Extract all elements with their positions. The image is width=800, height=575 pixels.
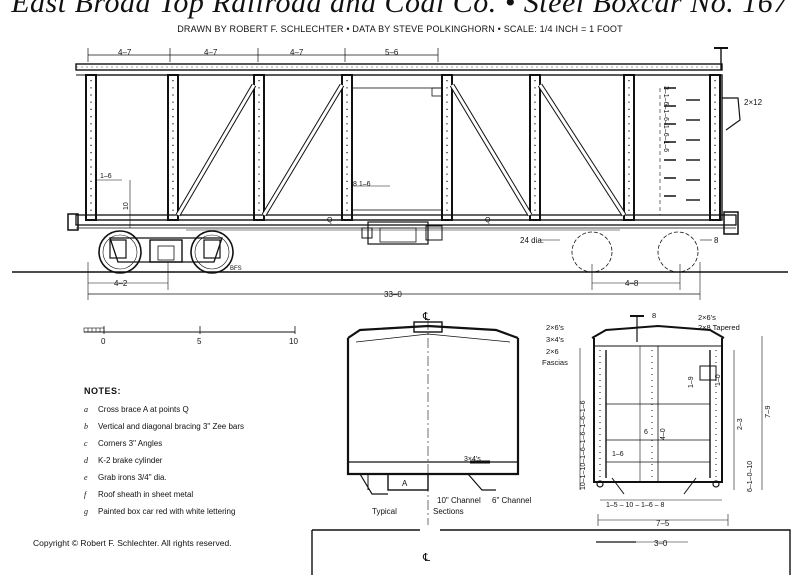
dim-q-2: Q: [485, 217, 491, 224]
drawing-credits: DRAWN BY ROBERT F. SCHLECHTER • DATA BY …: [177, 24, 623, 34]
scale-tick-10: 10: [289, 337, 298, 346]
dim-right-4-8: 4–8: [625, 279, 639, 288]
end-right-label-1: 2×6's: [698, 313, 716, 322]
dim-end-8: 8: [714, 236, 719, 245]
end-dim-1-0: 1–0: [715, 374, 722, 386]
dim-top-3: 4–7: [290, 48, 304, 57]
note-item: b Vertical and diagonal bracing 3" Zee ba…: [84, 418, 244, 435]
note-text: Painted box car red with white lettering: [98, 507, 236, 516]
typical-section: [346, 320, 520, 525]
end-dim-4-0: 4–0: [660, 428, 667, 440]
notes-block: NOTES: a Cross brace A at points Q b Verti…: [84, 383, 244, 520]
dim-side-8-1-6: 8 1–6: [353, 181, 371, 188]
end-right-dims-b: 2–3: [737, 418, 744, 430]
note-key: c: [84, 439, 88, 448]
note-text: Cross brace A at points Q: [98, 405, 189, 414]
drawing-title: East Broad Top Railroad and Coal Co. • S…: [11, 0, 789, 19]
dim-left-4-2: 4–2: [114, 279, 128, 288]
dim-wheel-dia: 24 dia.: [520, 236, 544, 245]
section-centerline-bottom: ℄: [422, 552, 430, 564]
note-text: Roof sheath in sheet metal: [98, 490, 194, 499]
note-item: g Painted box car red with white letterin…: [84, 503, 244, 520]
section-centerline-top: ℄: [422, 311, 430, 323]
dim-q-1: Q: [327, 217, 333, 224]
end-right-label-2: 2×8 Tapered: [698, 323, 740, 332]
note-item: a Cross brace A at points Q: [84, 401, 244, 418]
note-text: Vertical and diagonal bracing 3" Zee bar…: [98, 422, 245, 431]
note-item: d K-2 brake cylinder: [84, 452, 244, 469]
end-left-label-2: 3×4's: [546, 335, 564, 344]
note-key: b: [84, 422, 88, 431]
note-key: e: [84, 473, 88, 482]
end-dim-6: 6: [644, 429, 648, 436]
section-a: A: [402, 479, 408, 488]
end-right-dims-a: 6–1–0–10: [747, 461, 754, 492]
end-right-dims-c: 7–9: [763, 405, 772, 418]
section-caption-2: Sections: [433, 507, 464, 516]
note-key: f: [84, 490, 87, 499]
dim-side-10: 10: [123, 202, 130, 210]
dim-side-1-6: 1–6: [100, 173, 112, 180]
note-item: c Corners 3" Angles: [84, 435, 244, 452]
dim-top-2: 4–7: [204, 48, 218, 57]
end-left-dims: 10–1–10–1–6–1–6–1–6–1–6: [580, 400, 587, 490]
end-left-label-4: Fascias: [542, 358, 568, 367]
end-left-label-1: 2×6's: [546, 323, 564, 332]
note-text: Corners 3" Angles: [98, 439, 163, 448]
end-left-label-3: 2×6: [546, 347, 559, 356]
dim-top-4: 5–6: [385, 48, 399, 57]
dim-ladder: 3–1–6–1–6–1–6–1–6: [662, 86, 669, 152]
dim-top-1: 4–7: [118, 48, 132, 57]
end-dim-1-6: 1–6: [612, 451, 624, 458]
end-bottom-dims: 1–5 – 10 – 1–6 – 8: [606, 502, 664, 509]
scale-bar: [83, 326, 296, 334]
section-channel-10: 10" Channel: [437, 496, 481, 505]
end-view: [579, 315, 763, 543]
note-item: e Grab irons 3/4" dia.: [84, 469, 244, 486]
section-channel-6: 6" Channel: [492, 496, 532, 505]
notes-heading: NOTES:: [84, 386, 122, 396]
side-elevation: [12, 47, 788, 300]
note-key: g: [84, 507, 88, 516]
end-top-8: 8: [652, 311, 656, 320]
copyright-notice: Copyright © Robert F. Schlechter. All ri…: [33, 538, 232, 548]
note-key: a: [84, 405, 88, 414]
dim-grab: 2×12: [744, 98, 763, 107]
note-key: d: [84, 456, 88, 465]
drafter-mark: BFS: [230, 266, 242, 272]
section-caption-1: Typical: [372, 507, 397, 516]
end-width: 7–5: [656, 519, 670, 528]
note-text: K-2 brake cylinder: [98, 456, 163, 465]
scale-tick-0: 0: [101, 337, 106, 346]
right-truck: [571, 231, 699, 273]
end-dim-1-9: 1–9: [688, 376, 695, 388]
section-3x4: 3×4's: [464, 456, 481, 463]
dim-overall: 33–0: [384, 290, 402, 299]
note-text: Grab irons 3/4" dia.: [98, 473, 167, 482]
scale-tick-5: 5: [197, 337, 202, 346]
end-truck: 3–0: [654, 539, 668, 548]
left-truck: [98, 230, 234, 274]
note-item: f Roof sheath in sheet metal: [84, 486, 244, 503]
